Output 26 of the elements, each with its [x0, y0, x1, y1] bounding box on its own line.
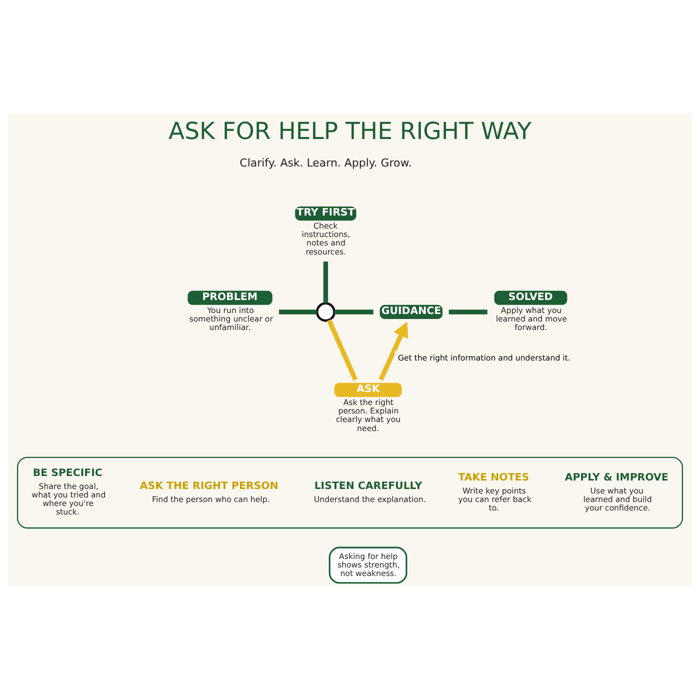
node-label: Check instructions, notes and resources.: [302, 221, 350, 256]
diagram-title: ASK FOR HELP THE RIGHT WAY: [168, 117, 532, 146]
node-box: SOLVED: [494, 290, 568, 305]
node-box: TRY FIRST: [295, 206, 356, 221]
connector: [334, 310, 374, 314]
node-label: Apply what you learned and move forward.: [496, 306, 568, 332]
connector: [448, 310, 488, 314]
cluster: [16, 456, 684, 529]
node-circle: [316, 302, 336, 322]
arrow: [378, 322, 408, 381]
node-text: TAKE NOTES Write key points you can refer back to.: [458, 472, 532, 513]
node-box: PROBLEM: [188, 290, 272, 305]
edge-label: Get the right information and understand it.: [398, 354, 570, 363]
node-text: ASK THE RIGHT PERSON Find the person who can help.: [140, 481, 278, 504]
label: Clarify. Ask. Learn. Apply. Grow.: [240, 156, 412, 170]
node-box: Asking for help shows strength, not weakness.: [328, 546, 408, 584]
node-box: GUIDANCE: [380, 304, 443, 320]
node-label: You run into something unclear or unfamiliar.: [189, 306, 273, 332]
connector: [279, 310, 317, 314]
node-box: ASK: [334, 382, 402, 398]
connector: [323, 262, 328, 304]
connector: [326, 319, 358, 381]
node-text: APPLY & IMPROVE Use what you learned and build your confidence.: [564, 472, 668, 513]
node-label: Ask the right person. Explain clearly what you need.: [336, 398, 401, 433]
node-text: BE SPECIFIC Share the goal, what you tried and where you're stuck.: [32, 468, 106, 517]
node-text: LISTEN CAREFULLY Understand the explanation.: [314, 481, 426, 504]
